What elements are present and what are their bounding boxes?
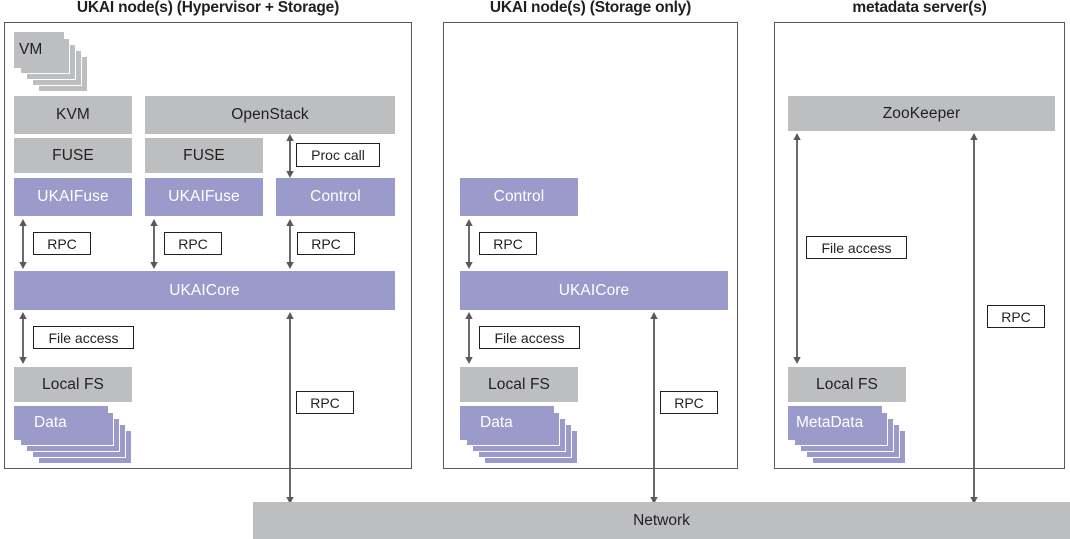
- file-access-arrow-p1: [16, 312, 30, 364]
- ukaicore-block-p2: UKAICore: [460, 271, 728, 310]
- data-block-p2: Data: [460, 406, 554, 440]
- data-stack-p2: Data: [460, 406, 580, 466]
- local-fs-block-p2: Local FS: [460, 367, 578, 402]
- file-access-label-p2: File access: [479, 326, 580, 349]
- file-access-arrow-p3: [790, 133, 804, 364]
- file-access-label-p1: File access: [33, 326, 134, 349]
- control-block-p2: Control: [460, 178, 578, 216]
- ukaifuse-right-block: UKAIFuse: [145, 178, 263, 216]
- rpc-label-control-p1: RPC: [297, 232, 355, 255]
- rpc-label-ukaifuse-right: RPC: [164, 232, 222, 255]
- network-bar: Network: [253, 502, 1070, 539]
- control-block-p1: Control: [276, 178, 395, 216]
- panel-title-metadata-server: metadata server(s): [852, 0, 987, 16]
- panel-title-hypervisor-storage: UKAI node(s) (Hypervisor + Storage): [76, 0, 340, 16]
- fuse-right-block: FUSE: [145, 138, 263, 173]
- vm-stack: VM: [14, 32, 114, 92]
- rpc-label-ukaifuse-left: RPC: [33, 232, 91, 255]
- file-access-label-p3: File access: [806, 236, 907, 259]
- metadata-block: MetaData: [788, 406, 882, 440]
- file-access-arrow-p2: [462, 312, 476, 364]
- data-block-p1: Data: [14, 406, 108, 440]
- rpc-arrow-control-p1: [283, 219, 297, 269]
- proc-call-label: Proc call: [296, 143, 380, 167]
- rpc-network-arrow-p1: [283, 312, 297, 504]
- fuse-left-block: FUSE: [14, 138, 132, 173]
- rpc-arrow-ukaifuse-left: [16, 219, 30, 269]
- rpc-network-arrow-p2: [647, 312, 661, 504]
- ukaicore-block-p1: UKAICore: [14, 271, 395, 310]
- zookeeper-block: ZooKeeper: [788, 96, 1055, 131]
- vm-block: VM: [14, 32, 64, 68]
- rpc-arrow-control-p2: [462, 219, 476, 269]
- proc-call-arrow: [283, 134, 297, 178]
- rpc-network-arrow-p3: [967, 133, 981, 504]
- ukaifuse-left-block: UKAIFuse: [14, 178, 132, 216]
- local-fs-block-p3: Local FS: [788, 367, 906, 402]
- openstack-block: OpenStack: [145, 96, 395, 134]
- metadata-stack: MetaData: [788, 406, 913, 466]
- local-fs-block-p1: Local FS: [14, 367, 132, 402]
- rpc-network-label-p1: RPC: [296, 391, 354, 414]
- rpc-label-control-p2: RPC: [479, 232, 537, 255]
- rpc-network-label-p3: RPC: [987, 305, 1045, 328]
- rpc-network-label-p2: RPC: [660, 391, 718, 414]
- panel-title-storage-only: UKAI node(s) (Storage only): [489, 0, 692, 16]
- kvm-block: KVM: [14, 96, 132, 134]
- data-stack-p1: Data: [14, 406, 134, 466]
- rpc-arrow-ukaifuse-right: [147, 219, 161, 269]
